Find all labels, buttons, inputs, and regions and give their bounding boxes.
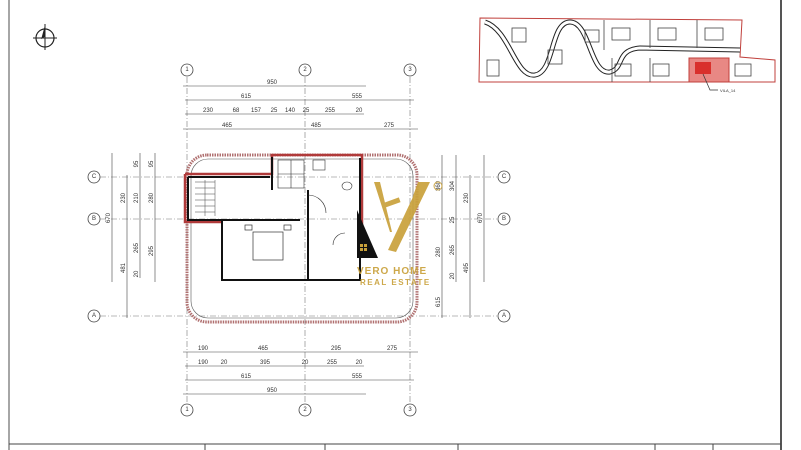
dim-label: 295 — [149, 245, 155, 256]
logo-line-2: REAL ESTATE — [360, 278, 431, 287]
dim-label: 265 — [134, 242, 140, 253]
axis-label-1: 1 — [185, 407, 189, 413]
dim-label: 485 — [311, 123, 322, 129]
dim-label: 230 — [121, 192, 127, 203]
axis-label-c: C — [92, 174, 97, 180]
logo-line-1: VERO HOME — [357, 266, 427, 277]
dim-label: 280 — [436, 246, 442, 257]
dim-overall-left: 670 — [106, 212, 112, 223]
dim-label: 20 — [450, 272, 456, 279]
vero-home-logo: VERO HOME REAL ESTATE — [357, 181, 443, 287]
dim-label: 295 — [331, 346, 342, 352]
dim-label: 615 — [241, 94, 252, 100]
dim-label: 615 — [436, 296, 442, 307]
dim-label: 481 — [121, 262, 127, 273]
dim-label: 304 — [450, 180, 456, 191]
stair — [195, 180, 216, 216]
dim-label: 190 — [198, 346, 209, 352]
dim-label: 95 — [149, 160, 155, 167]
axis-label-c: C — [502, 174, 507, 180]
dim-label: 20 — [302, 360, 309, 366]
dim-label: 140 — [285, 108, 296, 114]
dim-label: 20 — [134, 270, 140, 277]
axis-label-3: 3 — [408, 407, 412, 413]
axis-label-1: 1 — [185, 67, 189, 73]
site-plan-inset: VILA_14 — [478, 17, 776, 93]
compass-north-icon — [33, 24, 57, 50]
dim-label: 465 — [222, 123, 233, 129]
dim-overall-bottom: 950 — [267, 388, 278, 394]
dim-label: 495 — [464, 262, 470, 273]
dim-label: 280 — [149, 192, 155, 203]
dim-label: 465 — [258, 346, 269, 352]
site-plan-label: VILA_14 — [720, 88, 736, 93]
axis-label-b: B — [502, 216, 506, 222]
title-block — [9, 443, 781, 450]
dim-label: 25 — [450, 216, 456, 223]
dim-label: 157 — [251, 108, 262, 114]
axis-label-3: 3 — [408, 67, 412, 73]
floor-plan — [183, 153, 419, 324]
dim-label: 265 — [450, 244, 456, 255]
axis-label-b: B — [92, 216, 96, 222]
dim-label: 230 — [464, 192, 470, 203]
axis-label-a: A — [502, 313, 506, 319]
axis-label-2: 2 — [303, 67, 307, 73]
dim-label: 395 — [260, 360, 271, 366]
dimension-lines — [111, 85, 485, 395]
dim-label: 25 — [271, 108, 278, 114]
dim-overall-right: 670 — [478, 212, 484, 223]
dim-label: 95 — [134, 160, 140, 167]
dim-overall-top: 950 — [267, 80, 278, 86]
axis-label-2: 2 — [303, 407, 307, 413]
dim-label: 555 — [352, 374, 363, 380]
dim-label: 255 — [327, 360, 338, 366]
dim-label: 20 — [356, 108, 363, 114]
bed-icon — [244, 224, 292, 261]
dim-label: 555 — [352, 94, 363, 100]
dim-label: 68 — [233, 108, 240, 114]
dim-label: 210 — [134, 192, 140, 203]
dim-label: 360 — [436, 180, 442, 191]
dim-label: 275 — [387, 346, 398, 352]
dim-label: 255 — [325, 108, 336, 114]
dim-label: 190 — [198, 360, 209, 366]
dim-label: 615 — [241, 374, 252, 380]
dim-label: 25 — [303, 108, 310, 114]
dim-label: 20 — [356, 360, 363, 366]
axis-label-a: A — [92, 313, 96, 319]
dim-label: 275 — [384, 123, 395, 129]
dim-label: 20 — [221, 360, 228, 366]
dim-label: 230 — [203, 108, 214, 114]
